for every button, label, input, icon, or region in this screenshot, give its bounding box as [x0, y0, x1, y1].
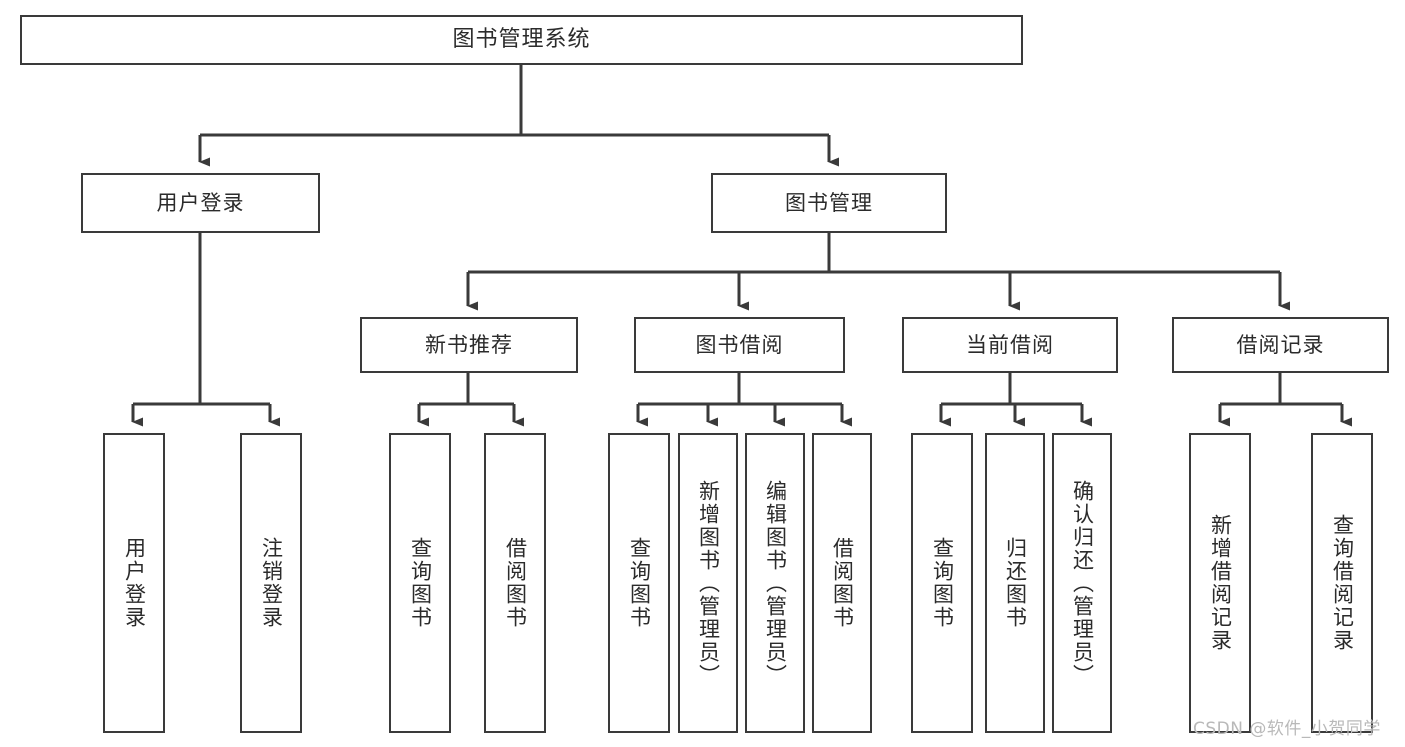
node-label-leaf-borrow-book-1: 借阅图书 [503, 537, 528, 629]
node-label-leaf-borrow-book-2: 借阅图书 [830, 537, 855, 629]
node-label-leaf-confirm-return: 确认归还（管理员） [1070, 479, 1095, 687]
node-label-leaf-add-record: 新增借阅记录 [1208, 514, 1233, 652]
node-box-leaf-confirm-return: 确认归还（管理员） [1052, 433, 1112, 733]
connector-lines [131, 65, 1352, 427]
node-label-leaf-add-book: 新增图书（管理员） [696, 479, 721, 687]
node-label-leaf-user-login: 用户登录 [122, 537, 147, 629]
node-label-leaf-query-book-1: 查询图书 [408, 537, 433, 629]
node-box-leaf-add-book: 新增图书（管理员） [678, 433, 738, 733]
node-label-leaf-query-record: 查询借阅记录 [1330, 514, 1355, 652]
node-box-leaf-borrow-book-2: 借阅图书 [812, 433, 872, 733]
node-label-leaf-query-book-3: 查询图书 [930, 537, 955, 629]
node-box-root: 图书管理系统 [20, 15, 1023, 65]
node-label-root: 图书管理系统 [452, 27, 591, 53]
node-box-current-borrow: 当前借阅 [902, 317, 1118, 373]
node-label-new-book-recommend: 新书推荐 [425, 332, 513, 357]
node-box-leaf-logout: 注销登录 [240, 433, 302, 733]
node-box-book-borrow: 图书借阅 [634, 317, 845, 373]
node-label-leaf-edit-book: 编辑图书（管理员） [763, 479, 788, 687]
node-label-current-borrow: 当前借阅 [966, 332, 1054, 357]
node-box-borrow-record: 借阅记录 [1172, 317, 1389, 373]
node-box-user-login: 用户登录 [81, 173, 320, 233]
node-box-leaf-query-book-1: 查询图书 [389, 433, 451, 733]
node-box-leaf-user-login: 用户登录 [103, 433, 165, 733]
node-box-leaf-borrow-book-1: 借阅图书 [484, 433, 546, 733]
node-label-book-manage: 图书管理 [785, 190, 873, 215]
node-box-new-book-recommend: 新书推荐 [360, 317, 578, 373]
node-label-book-borrow: 图书借阅 [695, 332, 784, 357]
node-label-user-login: 用户登录 [156, 190, 245, 215]
node-label-leaf-return-book: 归还图书 [1003, 537, 1028, 629]
node-box-leaf-query-record: 查询借阅记录 [1311, 433, 1373, 733]
node-box-book-manage: 图书管理 [711, 173, 947, 233]
node-label-borrow-record: 借阅记录 [1236, 332, 1325, 357]
node-box-leaf-query-book-3: 查询图书 [911, 433, 973, 733]
node-box-leaf-query-book-2: 查询图书 [608, 433, 670, 733]
node-label-leaf-logout: 注销登录 [259, 537, 284, 629]
node-box-leaf-add-record: 新增借阅记录 [1189, 433, 1251, 733]
node-box-leaf-edit-book: 编辑图书（管理员） [745, 433, 805, 733]
node-label-leaf-query-book-2: 查询图书 [627, 537, 652, 629]
node-box-leaf-return-book: 归还图书 [985, 433, 1045, 733]
